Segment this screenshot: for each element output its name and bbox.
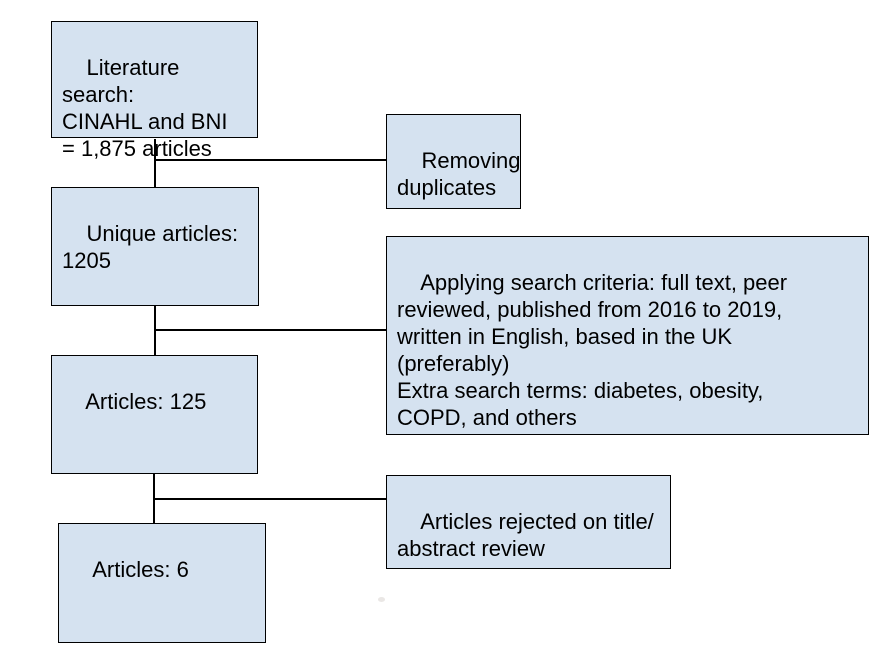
articles-6-text: Articles: 6 (92, 557, 189, 582)
articles-rejected-box: Articles rejected on title/ abstract rev… (386, 475, 671, 569)
removing-duplicates-text: Removing duplicates (397, 148, 521, 200)
removing-duplicates-box: Removing duplicates (386, 114, 521, 209)
connector-1-horizontal-line (155, 159, 386, 161)
connector-3-vertical-line (153, 474, 155, 523)
stray-mark (378, 597, 385, 602)
articles-6-box: Articles: 6 (58, 523, 266, 643)
articles-125-box: Articles: 125 (51, 355, 258, 474)
articles-rejected-text: Articles rejected on title/ abstract rev… (397, 509, 654, 561)
applying-criteria-box: Applying search criteria: full text, pee… (386, 236, 869, 435)
connector-3-horizontal-line (154, 498, 386, 500)
connector-1-vertical-line (154, 139, 156, 187)
articles-125-text: Articles: 125 (85, 389, 207, 414)
unique-articles-text: Unique articles: 1205 (62, 221, 239, 273)
connector-2-vertical-line (154, 306, 156, 355)
literature-search-box: Literature search: CINAHL and BNI = 1,87… (51, 21, 258, 161)
connector-2-horizontal-line (155, 329, 386, 331)
unique-articles-box: Unique articles: 1205 (51, 187, 259, 306)
applying-criteria-text: Applying search criteria: full text, pee… (397, 270, 788, 430)
literature-search-text: Literature search: CINAHL and BNI = 1,87… (62, 55, 228, 161)
